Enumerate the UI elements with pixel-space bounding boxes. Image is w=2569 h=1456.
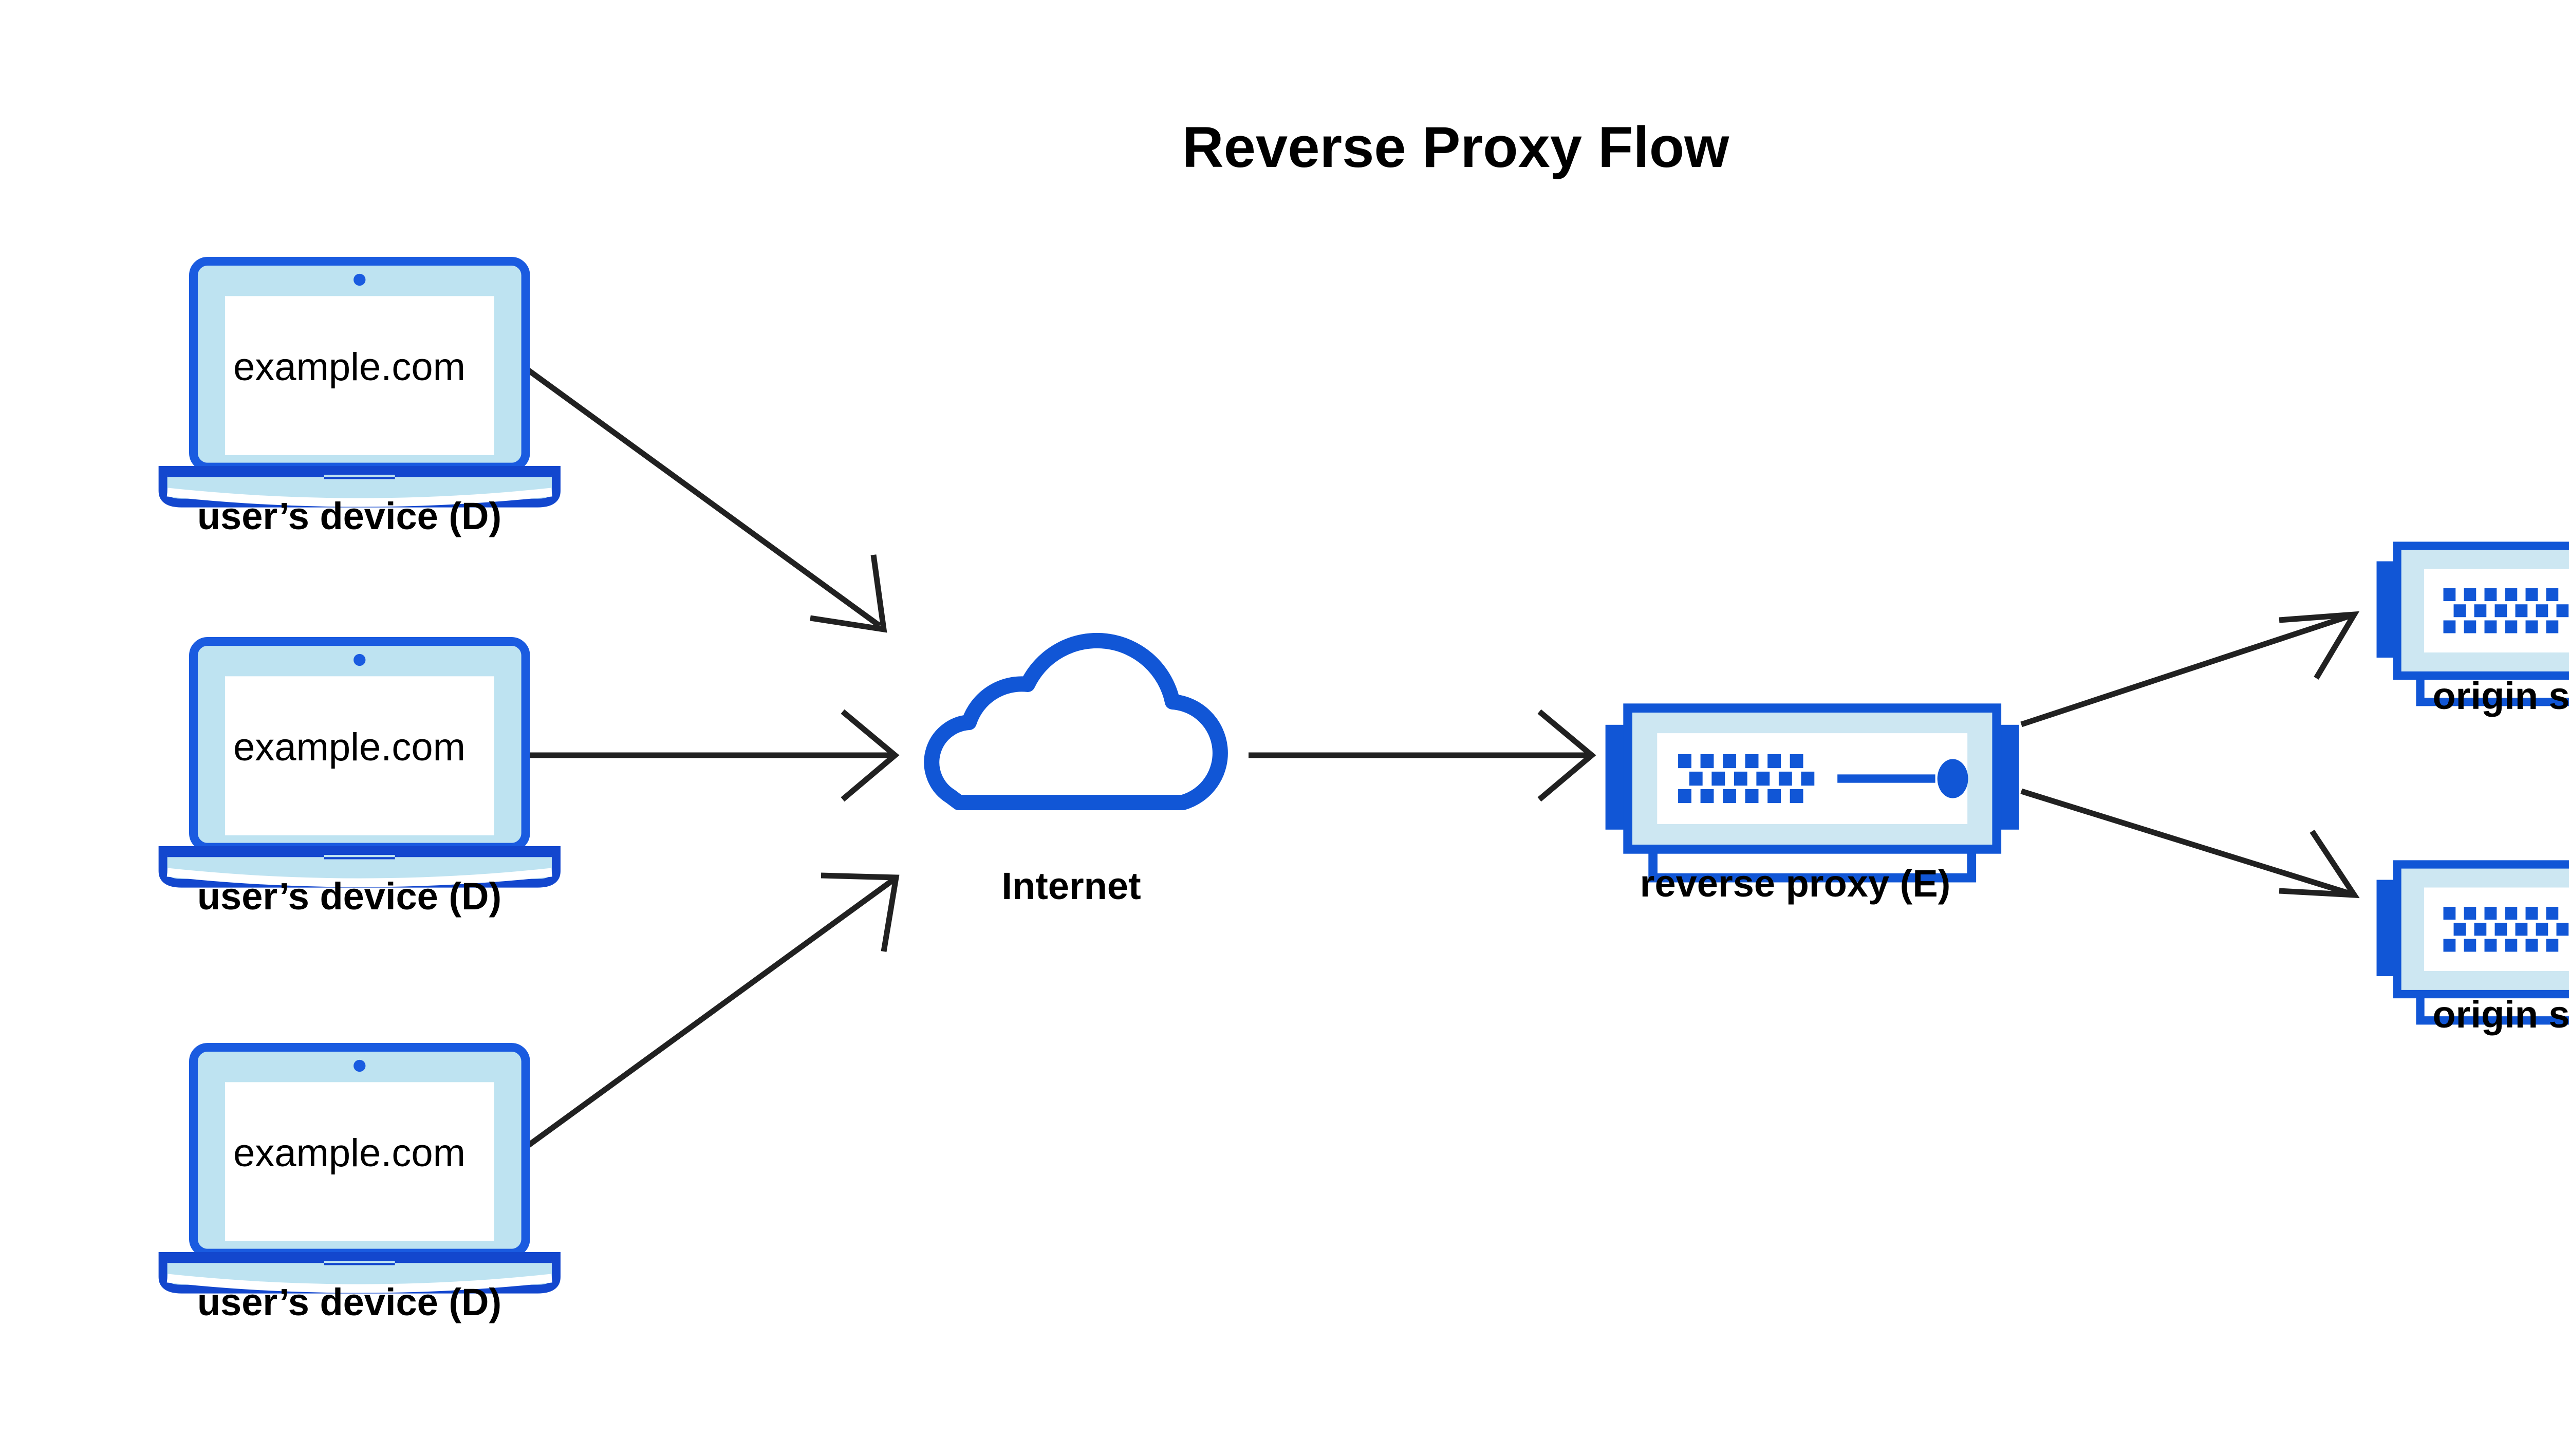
origin-server-node-bottom[interactable]: origin server (F) [2377, 865, 2569, 1036]
client-node-top[interactable]: example.com user’s device (D) [163, 261, 556, 537]
client-node-middle[interactable]: example.com user’s device (D) [163, 641, 556, 918]
node-label-origin-bottom: origin server (F) [2432, 993, 2569, 1036]
page-title: Reverse Proxy Flow [1182, 115, 1729, 179]
arrowhead-icon [2279, 829, 2360, 899]
edge-line [2020, 612, 2352, 727]
node-label-client-bottom: user’s device (D) [197, 1281, 501, 1323]
internet-node[interactable]: Internet [932, 641, 1220, 907]
server-icon [1606, 708, 2019, 878]
node-label-internet: Internet [1001, 865, 1141, 907]
laptop-screen-text: example.com [233, 725, 466, 769]
edge-client-middle-to-internet [514, 709, 900, 802]
client-node-bottom[interactable]: example.com user’s device (D) [163, 1047, 556, 1323]
reverse-proxy-node[interactable]: reverse proxy (E) [1606, 708, 2019, 905]
arrowhead-icon [821, 872, 900, 952]
edge-proxy-to-origin-top [2020, 611, 2360, 727]
edge-proxy-to-origin-bottom [2020, 788, 2360, 899]
arrowhead-icon [810, 554, 887, 633]
edge-client-bottom-to-internet [512, 872, 900, 1159]
edge-line [512, 357, 882, 628]
node-label-client-middle: user’s device (D) [197, 875, 501, 918]
edge-internet-to-proxy [1249, 709, 1596, 802]
edge-line [512, 878, 895, 1159]
edge-line [2020, 788, 2352, 897]
node-label-origin-top: origin server (F) [2432, 675, 2569, 717]
laptop-screen-text: example.com [233, 345, 466, 389]
edge-client-top-to-internet [512, 357, 887, 633]
cloud-icon [932, 641, 1220, 802]
laptop-screen-text: example.com [233, 1131, 466, 1175]
node-label-client-top: user’s device (D) [197, 495, 501, 537]
arrowhead-icon [841, 709, 900, 802]
origin-server-node-top[interactable]: origin server (F) [2377, 546, 2569, 718]
node-label-reverse-proxy: reverse proxy (E) [1640, 862, 1951, 905]
arrowhead-icon [2279, 611, 2360, 680]
arrowhead-icon [1537, 709, 1596, 802]
